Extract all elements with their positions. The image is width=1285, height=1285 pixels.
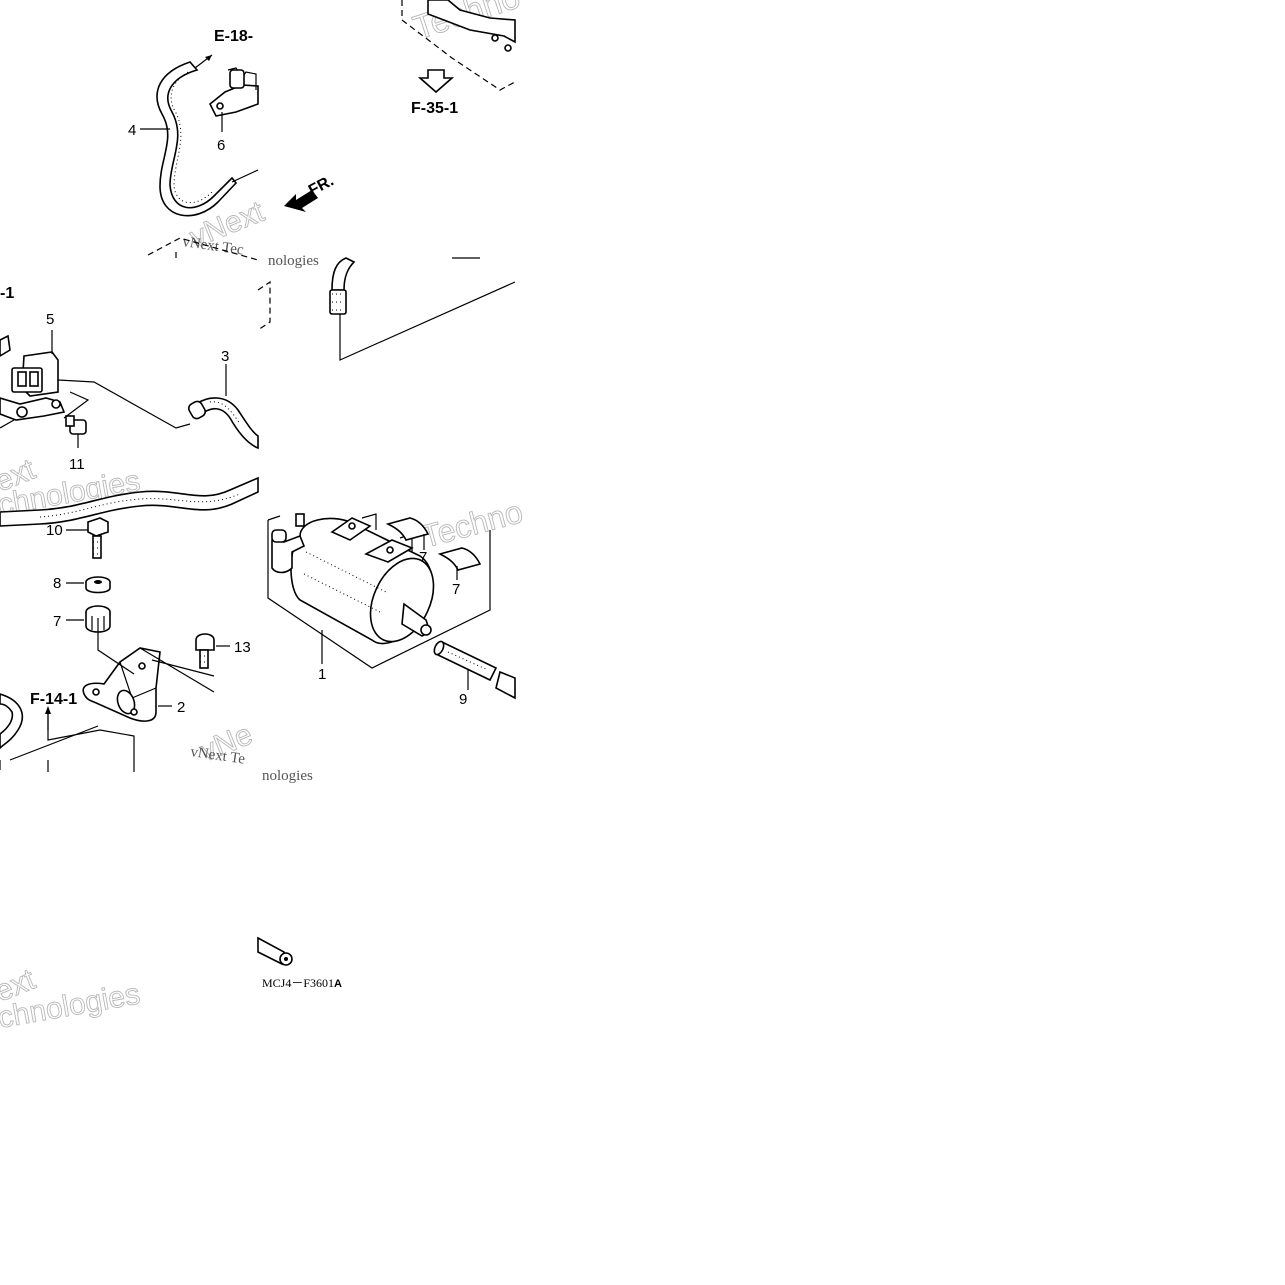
bracket-2 <box>82 647 161 722</box>
band-7b <box>437 547 482 571</box>
collar-9 <box>85 576 111 594</box>
tile-lower-left <box>0 517 230 772</box>
ref-e18[interactable]: E-18- <box>214 28 253 45</box>
callout-2[interactable]: 2 <box>177 699 185 716</box>
watermark: Techno <box>417 493 526 554</box>
front-direction-arrow-icon: FR. <box>284 172 337 212</box>
bolt-11 <box>87 517 109 559</box>
hose-4 <box>156 61 238 217</box>
hose-3 <box>195 397 259 450</box>
bolt-13 <box>195 633 215 669</box>
watermark: nologies <box>268 253 319 269</box>
watermark: nologies <box>262 768 313 784</box>
ref-f35[interactable]: F-35-1 <box>411 100 458 117</box>
diagram-code-suffix: A <box>334 978 342 990</box>
callout-9[interactable]: 8 <box>53 575 61 592</box>
watermark: vNext Te <box>189 744 246 768</box>
tile-top-right: FR. <box>284 0 516 361</box>
callout-12[interactable]: 11 <box>69 456 85 473</box>
tile-bottom <box>257 936 293 966</box>
solenoid-valve-5 <box>0 334 66 421</box>
callout-4[interactable]: 4 <box>128 122 136 139</box>
band-7a <box>385 517 430 541</box>
callout-3[interactable]: 3 <box>221 348 229 365</box>
ref-f14[interactable]: F-14-1 <box>30 691 77 708</box>
callout-7b[interactable]: 7 <box>452 581 460 598</box>
ref-left-cut: -1 <box>0 285 14 302</box>
callout-11[interactable]: 10 <box>46 522 63 539</box>
callout-7a[interactable]: 7 <box>419 549 427 566</box>
callout-8[interactable]: 7 <box>53 613 61 630</box>
callout-13[interactable]: 13 <box>234 639 251 656</box>
bracket-6 <box>208 67 259 130</box>
charcoal-canister-1 <box>271 513 435 645</box>
diagram-code: MCJ4－F3601A <box>262 976 342 990</box>
tile-top-left <box>140 54 259 261</box>
down-arrow-icon <box>417 69 455 94</box>
callout-labels: 4 6 5 3 11 10 8 7 13 2 7 7 1 9 <box>46 122 467 716</box>
callout-1[interactable]: 1 <box>318 666 326 683</box>
tile-middle-right <box>267 513 516 700</box>
diagram-code-main: MCJ4－F3601 <box>262 976 334 990</box>
hose-10 <box>434 640 498 682</box>
reference-labels: E-18- F-35-1 F-14-1 -1 <box>0 28 458 708</box>
bolt-12 <box>65 415 87 448</box>
callout-10[interactable]: 9 <box>459 691 467 708</box>
callout-5[interactable]: 5 <box>46 311 54 328</box>
grommet-8 <box>85 605 111 633</box>
callout-6[interactable]: 6 <box>217 137 225 154</box>
tile-middle-left <box>0 280 271 527</box>
